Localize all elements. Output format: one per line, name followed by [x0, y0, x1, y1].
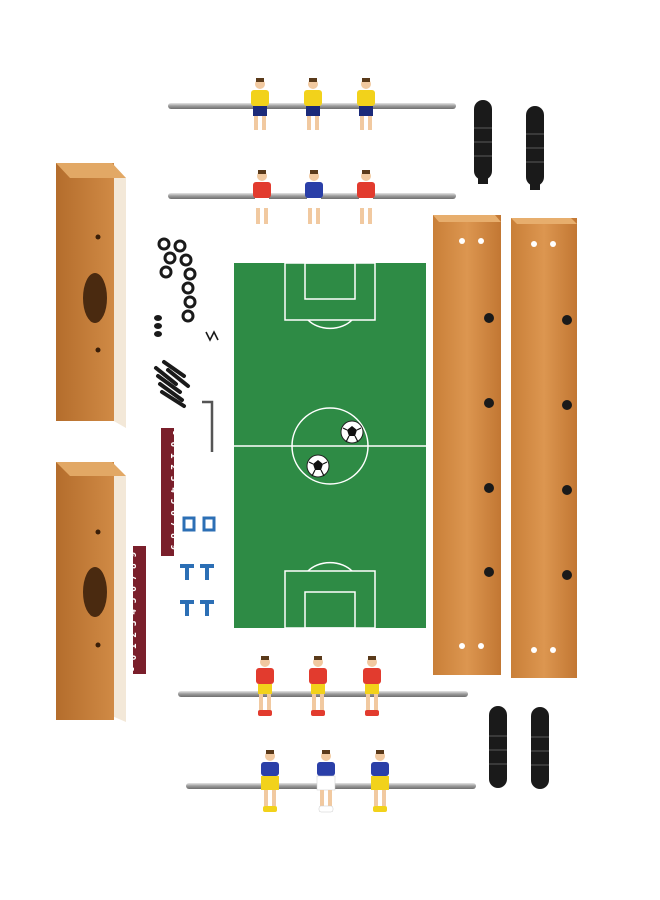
score-counter-vertical: - 0 1 2 3 4 5 6 7 8 9 - — [161, 428, 179, 562]
soccer-ball — [306, 454, 330, 478]
allen-wrench — [202, 400, 214, 452]
handle-grip — [474, 100, 492, 184]
player-figure — [261, 750, 279, 812]
handle-grip — [531, 707, 549, 789]
player-figure — [253, 170, 271, 228]
player-figure — [251, 78, 269, 134]
rod-red-bottom — [178, 656, 468, 716]
handle-grip — [526, 106, 544, 190]
player-figure — [316, 750, 336, 813]
score-digits: - 0 1 2 3 4 5 6 7 8 9 - — [128, 540, 139, 672]
nuts — [154, 315, 219, 342]
end-panel-top — [56, 163, 126, 428]
side-rail-right — [511, 218, 577, 678]
player-figure — [304, 78, 322, 134]
goal-clips — [180, 516, 216, 616]
rubber-rings — [157, 237, 197, 323]
screws — [154, 360, 190, 408]
score-counter-vertical: - 0 1 2 3 4 5 6 7 8 9 - — [128, 540, 146, 674]
player-figure — [371, 750, 389, 812]
player-figure — [305, 170, 323, 228]
player-figure — [256, 656, 274, 716]
rod-yellow-top — [168, 78, 456, 134]
handle-grip — [489, 706, 507, 788]
score-digits: - 0 1 2 3 4 5 6 7 8 9 - — [168, 430, 179, 562]
player-figure — [309, 656, 327, 716]
rod-yellow-white-bottom — [186, 750, 476, 813]
playing-field — [234, 262, 426, 629]
player-figure — [357, 78, 375, 134]
player-figure — [357, 170, 375, 228]
end-panel-bottom — [56, 462, 126, 722]
side-rail-left — [433, 215, 501, 675]
rod-red-blue-top — [168, 170, 456, 228]
soccer-ball — [340, 420, 364, 444]
player-figure — [363, 656, 381, 716]
